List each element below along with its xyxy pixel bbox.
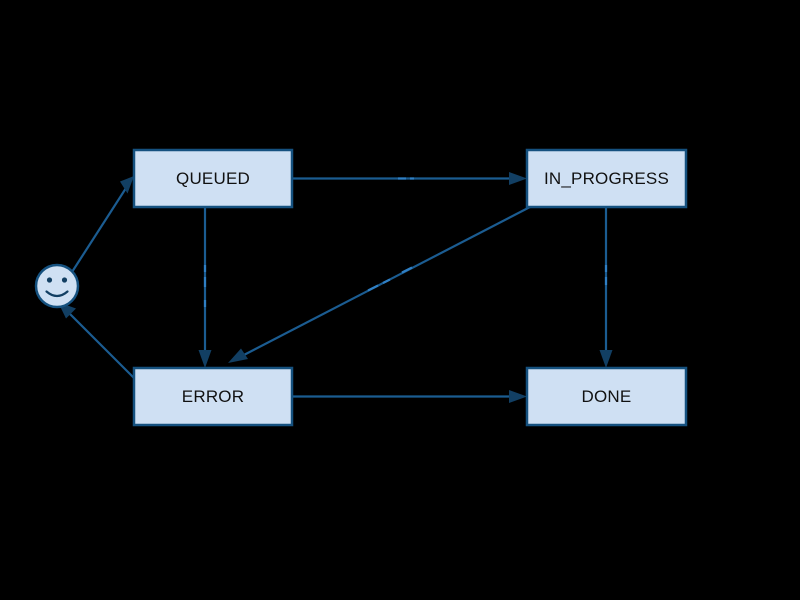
edge-start-to-queued[interactable] <box>71 176 134 273</box>
smiley-face-icon <box>34 263 80 309</box>
edge-queued-to-inprogress[interactable] <box>292 172 527 185</box>
edge-error-to-start-line <box>67 311 135 379</box>
node-done[interactable]: DONE <box>525 366 688 427</box>
node-error[interactable]: ERROR <box>132 366 294 427</box>
edge-start-to-queued-arrowhead <box>120 176 134 194</box>
edge-inprogress-to-error-mark-b <box>382 278 391 284</box>
smiley-right-eye-icon <box>61 277 68 283</box>
node-queued-label: QUEUED <box>176 169 250 188</box>
edge-queued-to-error-arrowhead <box>198 350 212 368</box>
edge-inprogress-to-error-mark-c <box>401 266 413 274</box>
edge-queued-to-error[interactable] <box>198 207 212 368</box>
node-done-box <box>525 366 688 427</box>
node-in-progress-box <box>525 148 688 209</box>
edge-error-to-done[interactable] <box>292 390 527 403</box>
edge-start-to-queued-line <box>71 184 129 273</box>
node-error-box <box>132 366 294 427</box>
start-state-node[interactable] <box>34 263 80 309</box>
smiley-left-eye-icon <box>46 277 53 283</box>
edge-inprogress-to-error-mark-a <box>367 284 379 292</box>
edge-inprogress-to-done-arrowhead <box>599 350 613 368</box>
edge-inprogress-to-error[interactable] <box>228 206 531 363</box>
node-error-label: ERROR <box>182 387 244 406</box>
node-done-label: DONE <box>582 387 632 406</box>
node-in-progress-label: IN_PROGRESS <box>544 169 669 188</box>
edge-inprogress-to-error-arrowhead <box>228 348 248 363</box>
edge-error-to-start[interactable] <box>58 302 135 379</box>
edge-inprogress-to-done[interactable] <box>599 207 613 368</box>
smiley-mouth-icon <box>45 290 69 298</box>
node-queued-box <box>132 148 294 209</box>
edge-queued-to-inprogress-arrowhead <box>509 172 527 185</box>
node-queued[interactable]: QUEUED <box>132 148 294 209</box>
node-in-progress[interactable]: IN_PROGRESS <box>525 148 688 209</box>
edge-error-to-done-arrowhead <box>509 390 527 403</box>
